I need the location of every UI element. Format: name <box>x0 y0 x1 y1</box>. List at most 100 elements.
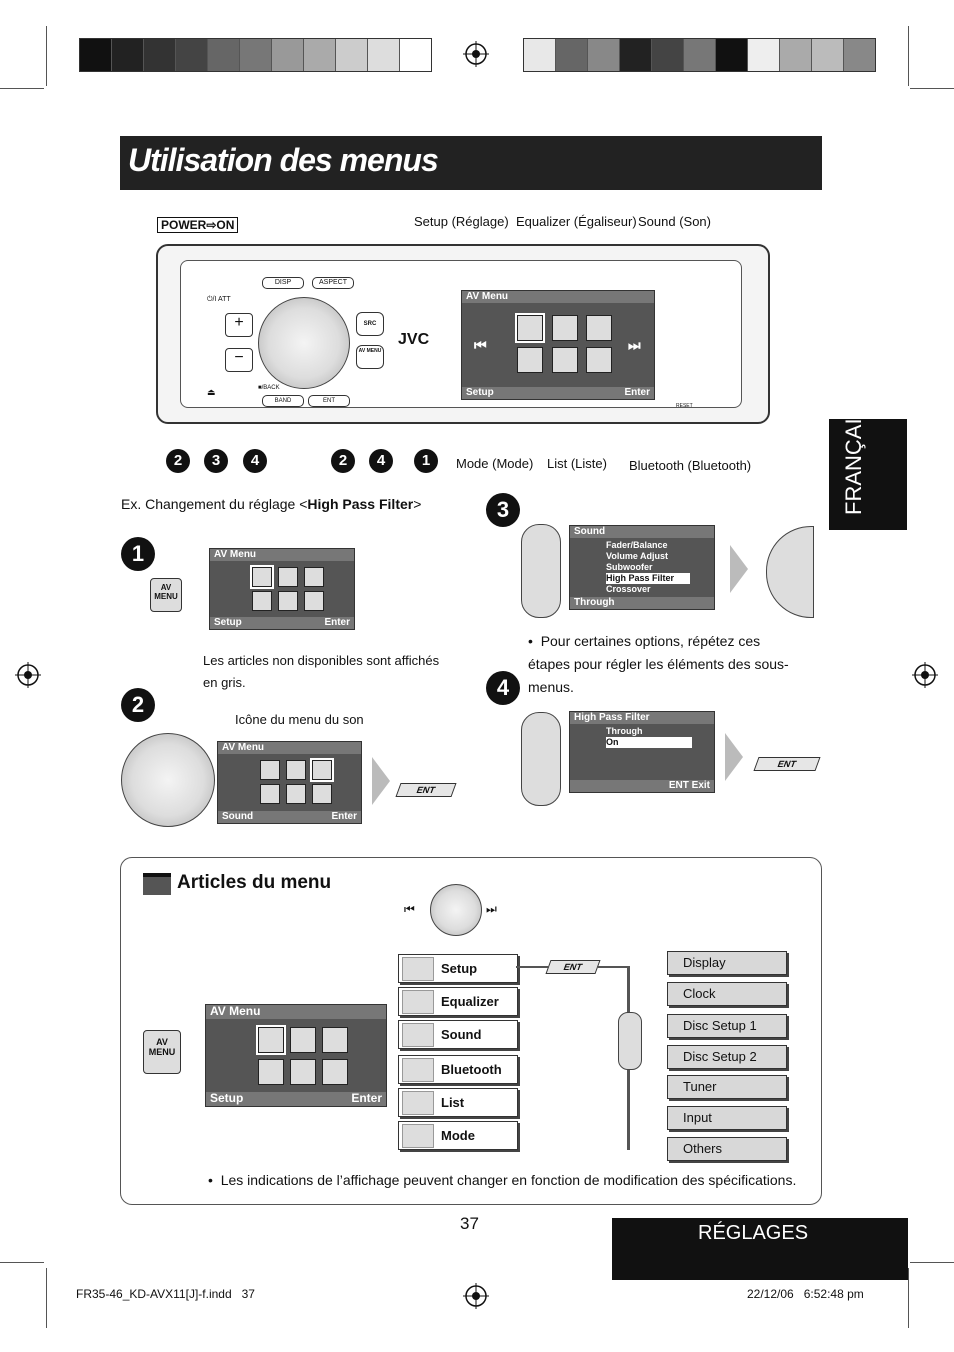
setup-item-display[interactable]: Display <box>667 951 787 975</box>
registration-mark-icon <box>463 41 489 67</box>
control-dial[interactable] <box>430 884 482 936</box>
volume-up-button[interactable]: + <box>225 313 253 337</box>
bluetooth-tile-icon <box>304 591 324 611</box>
sound-item-selected[interactable]: High Pass Filter <box>606 573 690 584</box>
next-icon: ⏭ <box>486 902 497 916</box>
arrow-right-icon <box>730 545 748 593</box>
ent-button[interactable]: ENT <box>308 395 350 407</box>
menu-item-sound[interactable]: Sound <box>398 1020 518 1049</box>
step-badge: 4 <box>243 449 267 473</box>
section-tab: RÉGLAGES <box>612 1218 908 1280</box>
av-menu-button[interactable]: AV MENU <box>356 345 384 369</box>
disp-button[interactable]: DISP <box>262 277 304 289</box>
list-tile-icon <box>278 591 298 611</box>
sound-item[interactable]: Volume Adjust <box>606 551 669 561</box>
step-2-number: 2 <box>121 688 155 722</box>
step-4-lcd: High Pass Filter Through On ENT Exit <box>569 711 715 793</box>
control-dial[interactable] <box>258 297 350 389</box>
reset-label: RESET <box>676 403 693 409</box>
step-badge: 1 <box>414 449 438 473</box>
hpf-option-selected[interactable]: On <box>606 737 692 748</box>
step-1-note: Les articles non disponibles sont affich… <box>203 653 440 690</box>
power-label: POWER⇨ON <box>157 217 239 233</box>
prev-icon: ⏮ <box>474 337 487 353</box>
connector-line <box>598 966 628 968</box>
av-menu-button[interactable]: AV MENU <box>143 1030 181 1074</box>
sound-tile-icon <box>310 758 334 782</box>
menu-item-mode[interactable]: Mode <box>398 1121 518 1150</box>
dial-side-view[interactable] <box>521 524 561 618</box>
prev-icon: ⏮ <box>404 902 415 916</box>
dial-side-view[interactable] <box>618 1012 642 1070</box>
callout-bluetooth: Bluetooth (Bluetooth) <box>629 458 752 473</box>
lcd-footer: Through <box>570 597 714 609</box>
menu-item-equalizer[interactable]: Equalizer <box>398 987 518 1016</box>
speaker-icon <box>402 1023 434 1047</box>
callout-setup: Setup (Réglage) <box>414 214 509 229</box>
list-tile-icon <box>552 347 578 373</box>
av-menu-button[interactable]: AV MENU <box>150 578 182 612</box>
connector-line <box>516 966 548 968</box>
src-button[interactable]: SRC <box>356 312 384 336</box>
ent-button[interactable]: ENT <box>545 960 601 974</box>
bluetooth-icon <box>402 1058 434 1082</box>
step-3-note: • Pour certaines options, répétez ces ét… <box>528 633 789 695</box>
setup-item-others[interactable]: Others <box>667 1137 787 1161</box>
step-badge: 2 <box>331 449 355 473</box>
bluetooth-tile-icon <box>322 1059 348 1085</box>
menu-item-setup[interactable]: Setup <box>398 954 518 983</box>
sound-item[interactable]: Fader/Balance <box>606 540 668 550</box>
equalizer-icon <box>402 990 434 1014</box>
mode-tile-icon <box>260 784 280 804</box>
sound-item[interactable]: Subwoofer <box>606 562 653 572</box>
mode-tile-icon <box>252 591 272 611</box>
step-1-number: 1 <box>121 537 155 571</box>
callout-mode: Mode (Mode) <box>456 456 534 471</box>
dial-side-view[interactable] <box>521 712 561 806</box>
menu-item-bluetooth[interactable]: Bluetooth <box>398 1055 518 1084</box>
list-tile-icon <box>286 784 306 804</box>
list-tile-icon <box>290 1059 316 1085</box>
file-info: FR35-46_KD-AVX11[J]-f.indd 37 <box>76 1287 255 1301</box>
ent-button[interactable]: ENT <box>753 757 821 771</box>
control-dial[interactable] <box>121 733 215 827</box>
equalizer-tile-icon <box>552 315 578 341</box>
articles-note: • Les indications de l’affichage peuvent… <box>208 1172 797 1188</box>
sound-item[interactable]: Crossover <box>606 584 651 594</box>
arrow-right-icon <box>725 733 743 781</box>
setup-item-clock[interactable]: Clock <box>667 982 787 1006</box>
step-badge: 2 <box>166 449 190 473</box>
setup-item-tuner[interactable]: Tuner <box>667 1075 787 1099</box>
eject-button[interactable]: ⏏ <box>207 387 216 397</box>
setup-item-disc-setup-1[interactable]: Disc Setup 1 <box>667 1014 787 1038</box>
aspect-button[interactable]: ASPECT <box>312 277 354 289</box>
menu-item-list[interactable]: List <box>398 1088 518 1117</box>
section-label: RÉGLAGES <box>698 1222 809 1244</box>
ent-button[interactable]: ENT <box>395 783 457 797</box>
band-button[interactable]: BAND <box>262 395 304 407</box>
hpf-option[interactable]: Through <box>606 726 643 736</box>
callout-sound: Sound (Son) <box>638 214 711 229</box>
mode-icon <box>402 1124 434 1148</box>
lcd-title: AV Menu <box>206 1005 386 1019</box>
setup-item-disc-setup-2[interactable]: Disc Setup 2 <box>667 1045 787 1069</box>
step-badge: 3 <box>204 449 228 473</box>
bluetooth-tile-icon <box>586 347 612 373</box>
registration-mark-icon <box>15 662 41 688</box>
registration-mark-icon <box>912 662 938 688</box>
gear-icon <box>402 957 434 981</box>
sound-tile-icon <box>586 315 612 341</box>
equalizer-tile-icon <box>278 567 298 587</box>
callout-list: List (Liste) <box>547 456 607 471</box>
language-tab: FRANÇAIS <box>829 404 907 530</box>
volume-down-button[interactable]: − <box>225 348 253 372</box>
setup-item-input[interactable]: Input <box>667 1106 787 1130</box>
bluetooth-tile-icon <box>312 784 332 804</box>
power-att-button[interactable]: ⏻/I ATT <box>207 296 231 303</box>
